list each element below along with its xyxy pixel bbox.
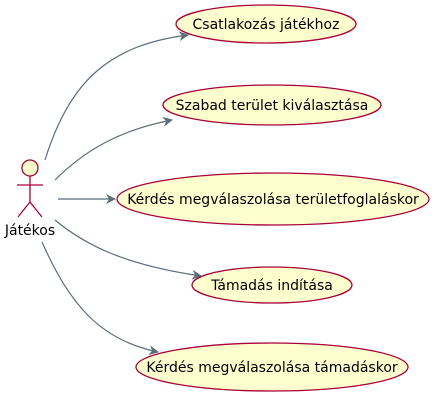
actor: Játékos bbox=[4, 159, 55, 239]
association-arrow-select-territory bbox=[54, 116, 173, 181]
use-case-ellipse bbox=[175, 4, 357, 44]
use-case-select-territory[interactable]: Szabad terület kiválasztása bbox=[162, 84, 382, 126]
use-case-label: Támadás indítása bbox=[210, 278, 333, 294]
actor-stick-figure-icon bbox=[17, 159, 43, 218]
associations bbox=[41, 31, 202, 356]
use-case-join-game[interactable]: Csatlakozás játékhoz bbox=[175, 4, 357, 44]
use-case-answer-attack[interactable]: Kérdés megválaszolása támadáskor bbox=[135, 342, 409, 392]
association-arrow-answer-attack bbox=[41, 241, 159, 356]
use-case-label: Kérdés megválaszolása területfoglaláskor bbox=[127, 192, 419, 208]
association-arrow-start-attack bbox=[54, 219, 202, 280]
use-case-label: Kérdés megválaszolása támadáskor bbox=[146, 360, 398, 376]
use-case-ellipse bbox=[162, 84, 382, 126]
use-case-ellipse bbox=[135, 342, 409, 392]
use-case-ellipse bbox=[116, 172, 430, 226]
use-case-ellipse bbox=[191, 266, 353, 304]
use-case-start-attack[interactable]: Támadás indítása bbox=[191, 266, 353, 304]
actor-label: Játékos bbox=[4, 223, 55, 239]
use-case-answer-conquest[interactable]: Kérdés megválaszolása területfoglaláskor bbox=[116, 172, 430, 226]
use-case-label: Csatlakozás játékhoz bbox=[193, 17, 340, 33]
association-arrow-join-game bbox=[44, 31, 189, 161]
use-case-label: Szabad terület kiválasztása bbox=[176, 98, 369, 114]
